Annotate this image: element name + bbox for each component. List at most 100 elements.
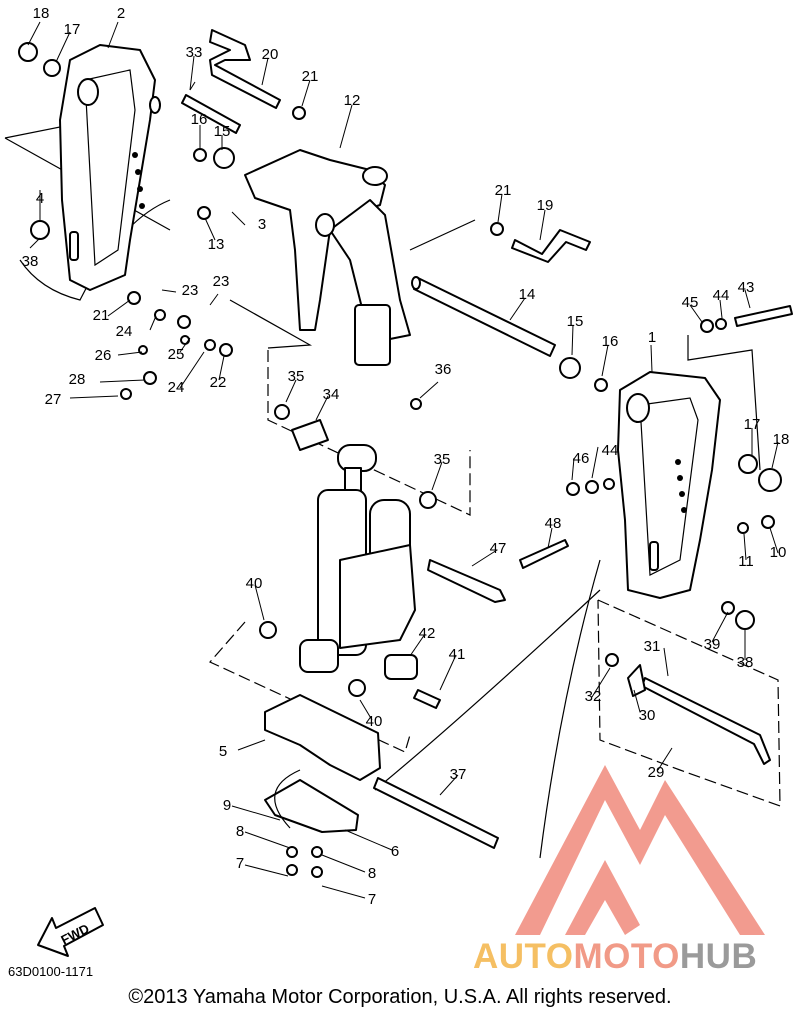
callout-41: 41 (449, 646, 466, 663)
callout-26: 26 (95, 347, 112, 364)
document-code: 63D0100-1171 (8, 964, 94, 979)
tilt-lever-upper (209, 29, 281, 109)
watermark-auto: AUTO (473, 937, 574, 976)
watermark-emblem (515, 765, 765, 935)
callout-34: 34 (323, 386, 340, 403)
callout-17a: 17 (64, 21, 81, 38)
callout-30: 30 (639, 707, 656, 724)
callout-19: 19 (537, 197, 554, 214)
callout-17b: 17 (744, 416, 761, 433)
copyright-notice: ©2013 Yamaha Motor Corporation, U.S.A. A… (128, 986, 672, 1008)
tilt-lever-lower (511, 229, 591, 263)
callout-22: 22 (210, 374, 227, 391)
curve-left-bracket (19, 199, 171, 301)
curve-37 (374, 589, 601, 791)
right-clamp-bracket (617, 371, 721, 599)
callout-27: 27 (45, 391, 62, 408)
callout-18b: 18 (773, 431, 790, 448)
callout-5: 5 (219, 743, 227, 760)
callout-38b: 38 (737, 654, 754, 671)
callout-44b: 44 (602, 442, 619, 459)
power-trim-tilt-unit (299, 444, 416, 673)
callout-35a: 35 (288, 368, 305, 385)
cable-47 (427, 559, 506, 603)
callout-18a: 18 (33, 5, 50, 22)
callout-16a: 16 (191, 111, 208, 128)
swivel-bracket (244, 149, 411, 366)
callout-21b: 21 (495, 182, 512, 199)
callout-15b: 15 (567, 313, 584, 330)
callout-37: 37 (450, 766, 467, 783)
callout-13: 13 (208, 236, 225, 253)
callout-46: 46 (573, 450, 590, 467)
callout-35b: 35 (434, 451, 451, 468)
callout-43: 43 (738, 279, 755, 296)
callout-47: 47 (490, 540, 507, 557)
lower-bracket-6 (264, 779, 359, 833)
callout-7a: 7 (236, 855, 244, 872)
callout-23a: 23 (182, 282, 199, 299)
callout-2: 2 (117, 5, 125, 22)
tilt-shaft (411, 276, 556, 357)
left-clamp-bracket (59, 44, 161, 291)
outline-swivel-group (229, 299, 313, 349)
callout-10: 10 (770, 544, 787, 561)
block-42 (384, 654, 418, 680)
callout-45: 45 (682, 294, 699, 311)
callout-31: 31 (644, 638, 661, 655)
callout-12: 12 (344, 92, 361, 109)
callout-8a: 8 (236, 823, 244, 840)
callout-36: 36 (435, 361, 452, 378)
watermark-moto: MOTO (573, 937, 680, 976)
lower-shaft (373, 777, 499, 849)
bolt-43 (734, 305, 793, 327)
callout-48: 48 (545, 515, 562, 532)
watermark-wordmark: AUTOMOTOHUB (473, 937, 757, 977)
fasteners (18, 42, 782, 878)
outline-right-bracket (687, 335, 761, 471)
callout-42: 42 (419, 625, 436, 642)
callout-40b: 40 (366, 713, 383, 730)
pin-33 (181, 94, 241, 134)
callout-11: 11 (738, 553, 754, 570)
clip-48 (519, 539, 569, 569)
callout-20: 20 (262, 46, 279, 63)
callout-9: 9 (223, 797, 231, 814)
callout-24a: 24 (116, 323, 133, 340)
callout-32: 32 (585, 688, 602, 705)
wire-9 (274, 769, 301, 829)
callout-4: 4 (36, 190, 44, 207)
plate-30 (627, 664, 646, 697)
callout-24b: 24 (168, 379, 185, 396)
callout-40a: 40 (246, 575, 263, 592)
callout-25: 25 (168, 346, 185, 363)
callout-44a: 44 (713, 287, 730, 304)
leader-lines (27, 21, 779, 899)
callout-29: 29 (648, 764, 665, 781)
callout-21a: 21 (302, 68, 319, 85)
fwd-arrow-icon: FWD (37, 907, 104, 957)
bolt-41 (413, 689, 441, 709)
callout-21c: 21 (93, 307, 110, 324)
callout-23b: 23 (213, 273, 230, 290)
curve-shaft-to-bracket (539, 559, 601, 859)
lower-bracket-5 (264, 694, 381, 781)
callout-7b: 7 (368, 891, 376, 908)
callout-1: 1 (648, 329, 656, 346)
callout-38a: 38 (22, 253, 39, 270)
callout-33: 33 (186, 44, 203, 61)
callout-16b: 16 (602, 333, 619, 350)
callout-8b: 8 (368, 865, 376, 882)
outline-trim-kit-29 (597, 599, 781, 807)
rod-29 (641, 677, 771, 765)
callout-39: 39 (704, 636, 721, 653)
callout-3: 3 (258, 216, 266, 233)
callout-28: 28 (69, 371, 86, 388)
callouts: 1 2 3 4 5 6 7 7 8 8 9 10 11 12 13 14 15 … (22, 5, 790, 908)
callout-15a: 15 (214, 123, 231, 140)
collar-34 (291, 419, 329, 451)
callout-6: 6 (391, 843, 399, 860)
callout-14: 14 (519, 286, 536, 303)
